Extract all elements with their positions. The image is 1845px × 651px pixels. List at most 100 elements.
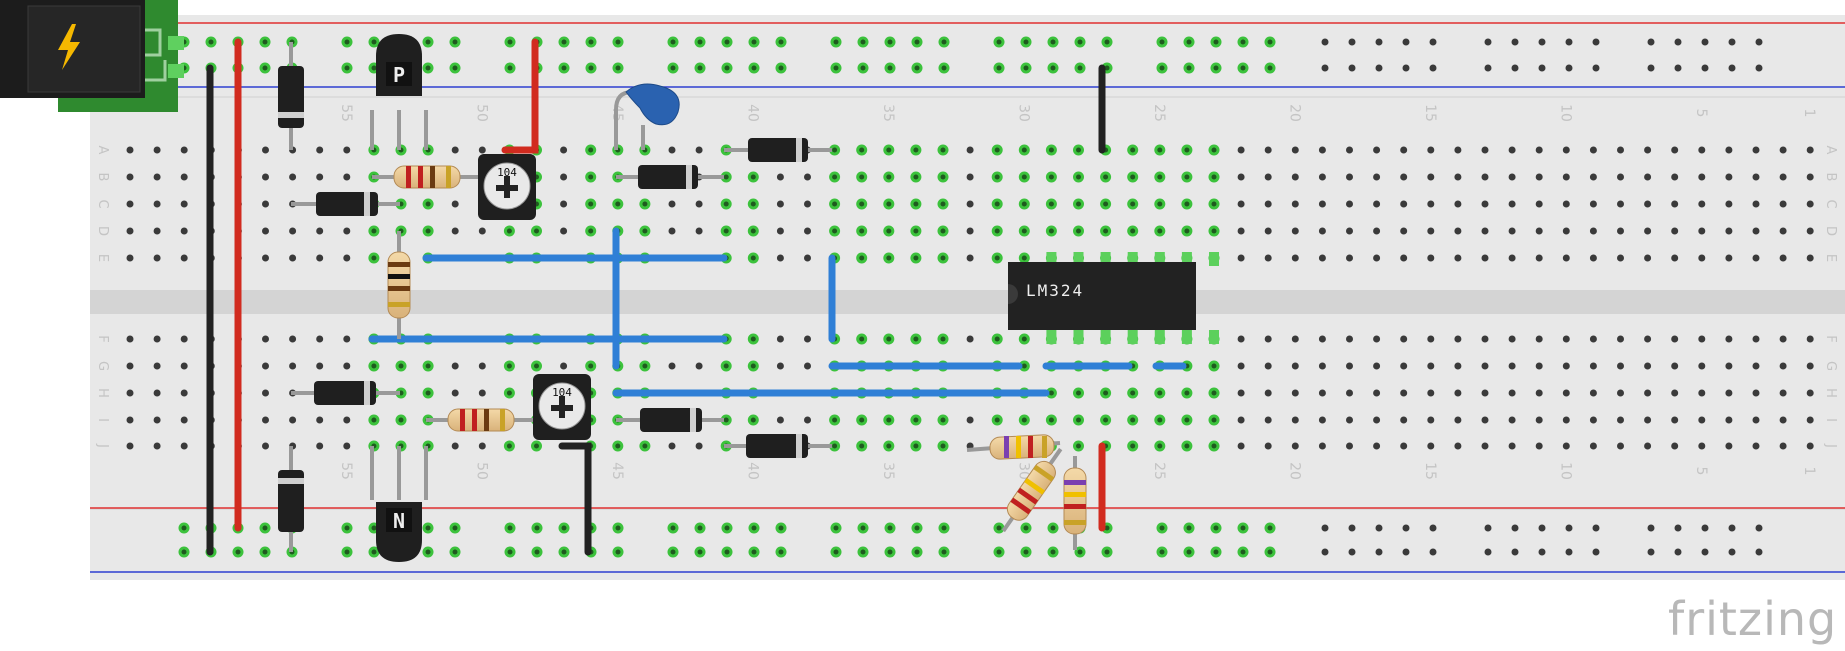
- breadboard-hole[interactable]: [1511, 548, 1519, 556]
- breadboard-hole[interactable]: [1484, 524, 1492, 532]
- breadboard-hole[interactable]: [1481, 442, 1489, 450]
- breadboard-hole[interactable]: [1508, 335, 1516, 343]
- breadboard-hole[interactable]: [1806, 254, 1814, 262]
- breadboard-hole[interactable]: [180, 254, 188, 262]
- breadboard-hole[interactable]: [1644, 335, 1652, 343]
- breadboard-hole[interactable]: [1400, 227, 1408, 235]
- breadboard-hole[interactable]: [1779, 362, 1787, 370]
- breadboard-hole[interactable]: [180, 200, 188, 208]
- breadboard-hole[interactable]: [1321, 64, 1329, 72]
- breadboard-hole[interactable]: [1318, 389, 1326, 397]
- breadboard-hole[interactable]: [478, 227, 486, 235]
- breadboard-hole[interactable]: [1237, 227, 1245, 235]
- resistor-angled-2[interactable]: [994, 443, 1069, 538]
- breadboard-hole[interactable]: [1752, 146, 1760, 154]
- breadboard-hole[interactable]: [1538, 548, 1546, 556]
- breadboard-hole[interactable]: [1318, 200, 1326, 208]
- breadboard-hole[interactable]: [1373, 200, 1381, 208]
- breadboard-hole[interactable]: [153, 389, 161, 397]
- breadboard-hole[interactable]: [1752, 442, 1760, 450]
- breadboard-hole[interactable]: [966, 146, 974, 154]
- breadboard-hole[interactable]: [776, 200, 784, 208]
- resistor-angled-3[interactable]: [1063, 456, 1087, 550]
- resistor-angled-1[interactable]: [966, 434, 1061, 460]
- breadboard-hole[interactable]: [1725, 442, 1733, 450]
- breadboard-hole[interactable]: [1535, 146, 1543, 154]
- resistor-i-row[interactable]: [426, 408, 535, 432]
- breadboard-hole[interactable]: [1752, 389, 1760, 397]
- breadboard-hole[interactable]: [1346, 442, 1353, 450]
- breadboard-hole[interactable]: [1752, 254, 1760, 262]
- breadboard-hole[interactable]: [695, 200, 703, 208]
- breadboard-hole[interactable]: [1481, 389, 1489, 397]
- breadboard-hole[interactable]: [776, 362, 784, 370]
- breadboard-hole[interactable]: [1755, 64, 1763, 72]
- lm324-ic[interactable]: LM324: [1008, 252, 1219, 344]
- breadboard-hole[interactable]: [126, 362, 134, 370]
- breadboard-hole[interactable]: [1671, 173, 1679, 181]
- breadboard-hole[interactable]: [1508, 389, 1516, 397]
- breadboard-hole[interactable]: [1291, 416, 1299, 424]
- breadboard-hole[interactable]: [1346, 389, 1353, 397]
- breadboard-hole[interactable]: [1346, 335, 1353, 343]
- breadboard-hole[interactable]: [1617, 146, 1624, 154]
- breadboard-hole[interactable]: [1806, 389, 1814, 397]
- breadboard-hole[interactable]: [153, 173, 161, 181]
- breadboard-hole[interactable]: [1565, 548, 1573, 556]
- breadboard-hole[interactable]: [1318, 173, 1326, 181]
- breadboard-hole[interactable]: [289, 362, 297, 370]
- breadboard-hole[interactable]: [1728, 64, 1736, 72]
- breadboard-hole[interactable]: [1589, 442, 1597, 450]
- breadboard-hole[interactable]: [1237, 200, 1245, 208]
- breadboard-hole[interactable]: [1647, 524, 1655, 532]
- breadboard-hole[interactable]: [1617, 200, 1624, 208]
- breadboard-hole[interactable]: [1427, 416, 1435, 424]
- breadboard-hole[interactable]: [126, 173, 134, 181]
- breadboard-hole[interactable]: [1291, 173, 1299, 181]
- breadboard-hole[interactable]: [695, 146, 703, 154]
- breadboard-hole[interactable]: [1400, 389, 1408, 397]
- breadboard-hole[interactable]: [1481, 227, 1489, 235]
- breadboard-hole[interactable]: [1535, 227, 1543, 235]
- breadboard-hole[interactable]: [1318, 362, 1326, 370]
- breadboard-hole[interactable]: [316, 416, 324, 424]
- breadboard-hole[interactable]: [451, 227, 459, 235]
- breadboard-hole[interactable]: [1373, 173, 1381, 181]
- breadboard-hole[interactable]: [1701, 548, 1709, 556]
- breadboard-hole[interactable]: [1291, 227, 1299, 235]
- trimmer-bottom[interactable]: 104: [533, 374, 591, 440]
- breadboard-hole[interactable]: [1237, 335, 1245, 343]
- breadboard-hole[interactable]: [1779, 173, 1787, 181]
- breadboard-hole[interactable]: [316, 227, 324, 235]
- breadboard-hole[interactable]: [153, 442, 161, 450]
- breadboard-hole[interactable]: [1698, 362, 1706, 370]
- breadboard-hole[interactable]: [1264, 173, 1272, 181]
- breadboard-hole[interactable]: [1617, 335, 1624, 343]
- breadboard-hole[interactable]: [1427, 442, 1435, 450]
- breadboard-hole[interactable]: [1373, 254, 1381, 262]
- breadboard-hole[interactable]: [1806, 362, 1814, 370]
- breadboard-hole[interactable]: [451, 200, 459, 208]
- breadboard-hole[interactable]: [1562, 227, 1570, 235]
- breadboard-hole[interactable]: [262, 173, 269, 181]
- breadboard-hole[interactable]: [1592, 38, 1600, 46]
- breadboard-hole[interactable]: [1264, 254, 1272, 262]
- breadboard-hole[interactable]: [695, 362, 703, 370]
- breadboard-hole[interactable]: [1701, 64, 1709, 72]
- breadboard-hole[interactable]: [1373, 227, 1381, 235]
- breadboard-hole[interactable]: [343, 227, 351, 235]
- breadboard-hole[interactable]: [1779, 254, 1787, 262]
- breadboard-hole[interactable]: [1321, 548, 1329, 556]
- breadboard-hole[interactable]: [262, 416, 269, 424]
- breadboard-hole[interactable]: [1318, 254, 1326, 262]
- breadboard-hole[interactable]: [966, 227, 974, 235]
- breadboard-hole[interactable]: [1698, 146, 1706, 154]
- breadboard-hole[interactable]: [1671, 442, 1679, 450]
- breadboard-hole[interactable]: [1644, 254, 1652, 262]
- breadboard-hole[interactable]: [1508, 227, 1516, 235]
- breadboard-hole[interactable]: [262, 146, 269, 154]
- breadboard-hole[interactable]: [1671, 146, 1679, 154]
- breadboard-hole[interactable]: [1291, 254, 1299, 262]
- resistor-vertical-center[interactable]: [387, 231, 411, 339]
- breadboard-hole[interactable]: [316, 173, 324, 181]
